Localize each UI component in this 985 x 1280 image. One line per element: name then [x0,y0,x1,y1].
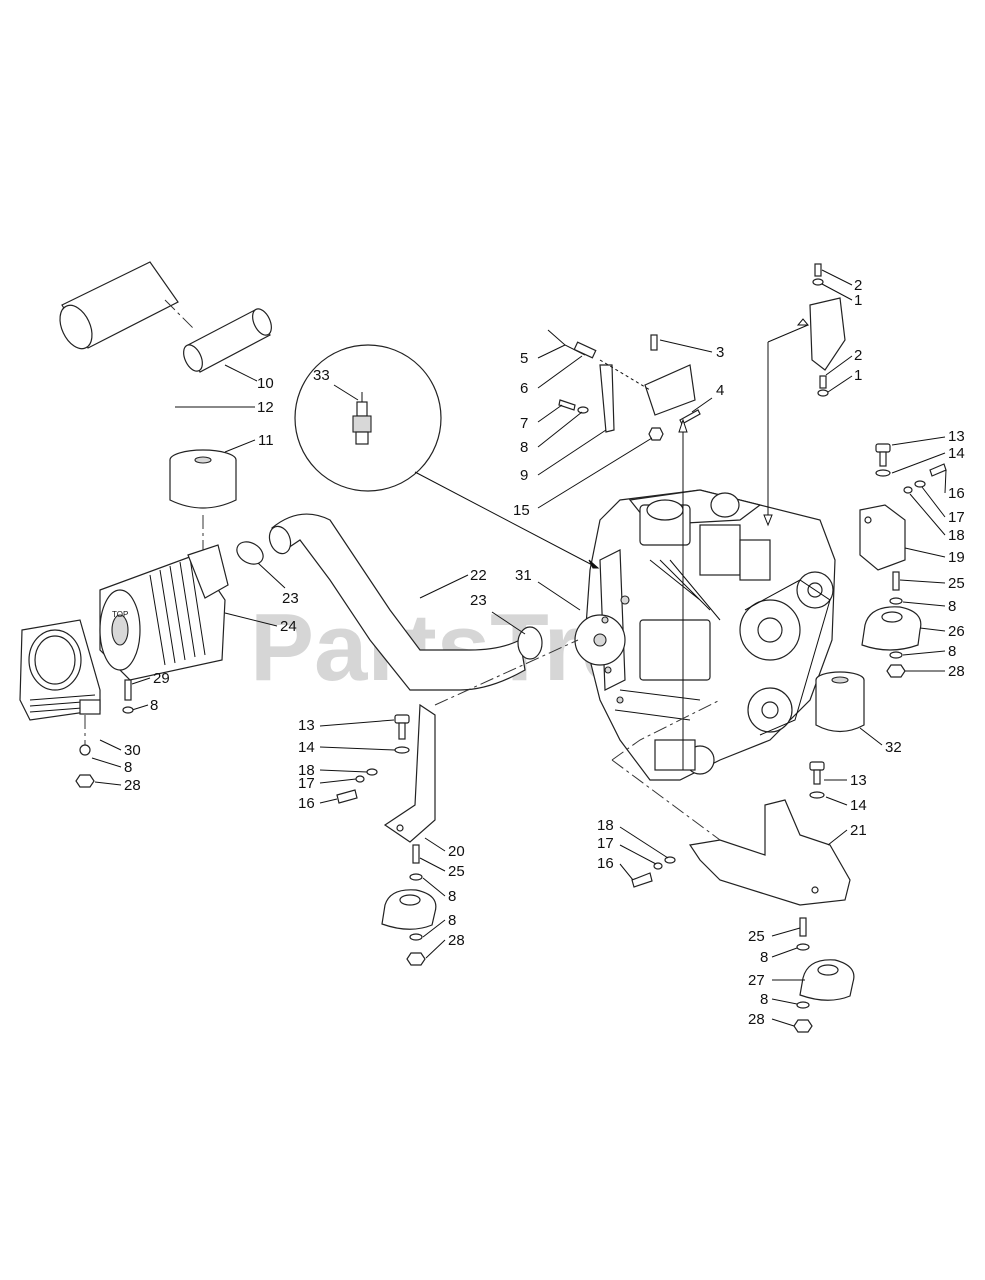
callout-14a: 14 [948,445,965,462]
callout-23b: 23 [470,592,487,609]
hose-clamp-right [517,626,543,660]
left-engine-mount [336,639,579,966]
callout-8d: 8 [948,598,956,615]
callout-8a: 8 [150,697,158,714]
callout-13b: 13 [298,717,315,734]
callout-25c: 25 [748,928,765,945]
air-cleaner-mount-bracket [19,619,101,788]
callout-16b: 16 [298,795,315,812]
air-cleaner-cap [169,449,237,550]
callout-2b: 2 [854,347,862,364]
callout-14b: 14 [298,739,315,756]
callout-5: 5 [520,350,528,367]
hose-clamp-left [236,541,264,565]
callout-33: 33 [313,367,330,384]
callout-20: 20 [448,843,465,860]
right-engine-mount [859,443,947,678]
callout-9: 9 [520,467,528,484]
callout-3: 3 [716,344,724,361]
callout-1a: 1 [854,292,862,309]
callout-26: 26 [948,623,965,640]
callout-8b: 8 [124,759,132,776]
callout-28c: 28 [448,932,465,949]
callout-12: 12 [257,399,274,416]
callout-24: 24 [280,618,297,635]
callout-17c: 17 [597,835,614,852]
callout-18c: 18 [597,817,614,834]
callout-8i: 8 [760,991,768,1008]
callout-27: 27 [748,972,765,989]
intake-hose [268,513,526,691]
callout-19: 19 [948,549,965,566]
callout-18b: 18 [298,762,315,779]
callout-8h: 8 [760,949,768,966]
callout-30: 30 [124,742,141,759]
callout-22: 22 [470,567,487,584]
callout-7: 7 [520,415,528,432]
callout-8e: 8 [948,643,956,660]
callout-21: 21 [850,822,867,839]
callout-17b: 17 [298,775,315,792]
callout-25b: 25 [448,863,465,880]
callout-2a: 2 [854,277,862,294]
callout-16a: 16 [948,485,965,502]
callout-18a: 18 [948,527,965,544]
oil-filter [815,671,865,733]
callout-16c: 16 [597,855,614,872]
callout-14c: 14 [850,797,867,814]
engine-assembly [574,489,836,781]
belt-guard-cover [763,263,846,527]
callout-29: 29 [153,670,170,687]
callout-10: 10 [257,375,274,392]
callout-11: 11 [258,432,274,449]
callout-23a: 23 [282,590,299,607]
callout-8f: 8 [448,888,456,905]
callout-28a: 28 [124,777,141,794]
callout-6: 6 [520,380,528,397]
detail-circle-sensor [294,344,600,569]
callout-15: 15 [513,502,530,519]
callout-17a: 17 [948,509,965,526]
callout-8c: 8 [520,439,528,456]
callout-8g: 8 [448,912,456,929]
callout-1b: 1 [854,367,862,384]
throttle-bracket [547,329,701,441]
pre-cleaner-sleeve [59,261,272,373]
rear-engine-mount [611,699,855,1033]
callout-13a: 13 [948,428,965,445]
air-cleaner-body: TOP [99,544,229,681]
callout-13c: 13 [850,772,867,789]
callout-28d: 28 [748,1011,765,1028]
callout-4: 4 [716,382,724,399]
air-cleaner-tag: TOP [112,610,128,619]
callout-32: 32 [885,739,902,756]
callout-28b: 28 [948,663,965,680]
callout-31: 31 [515,567,532,584]
callout-25a: 25 [948,575,965,592]
